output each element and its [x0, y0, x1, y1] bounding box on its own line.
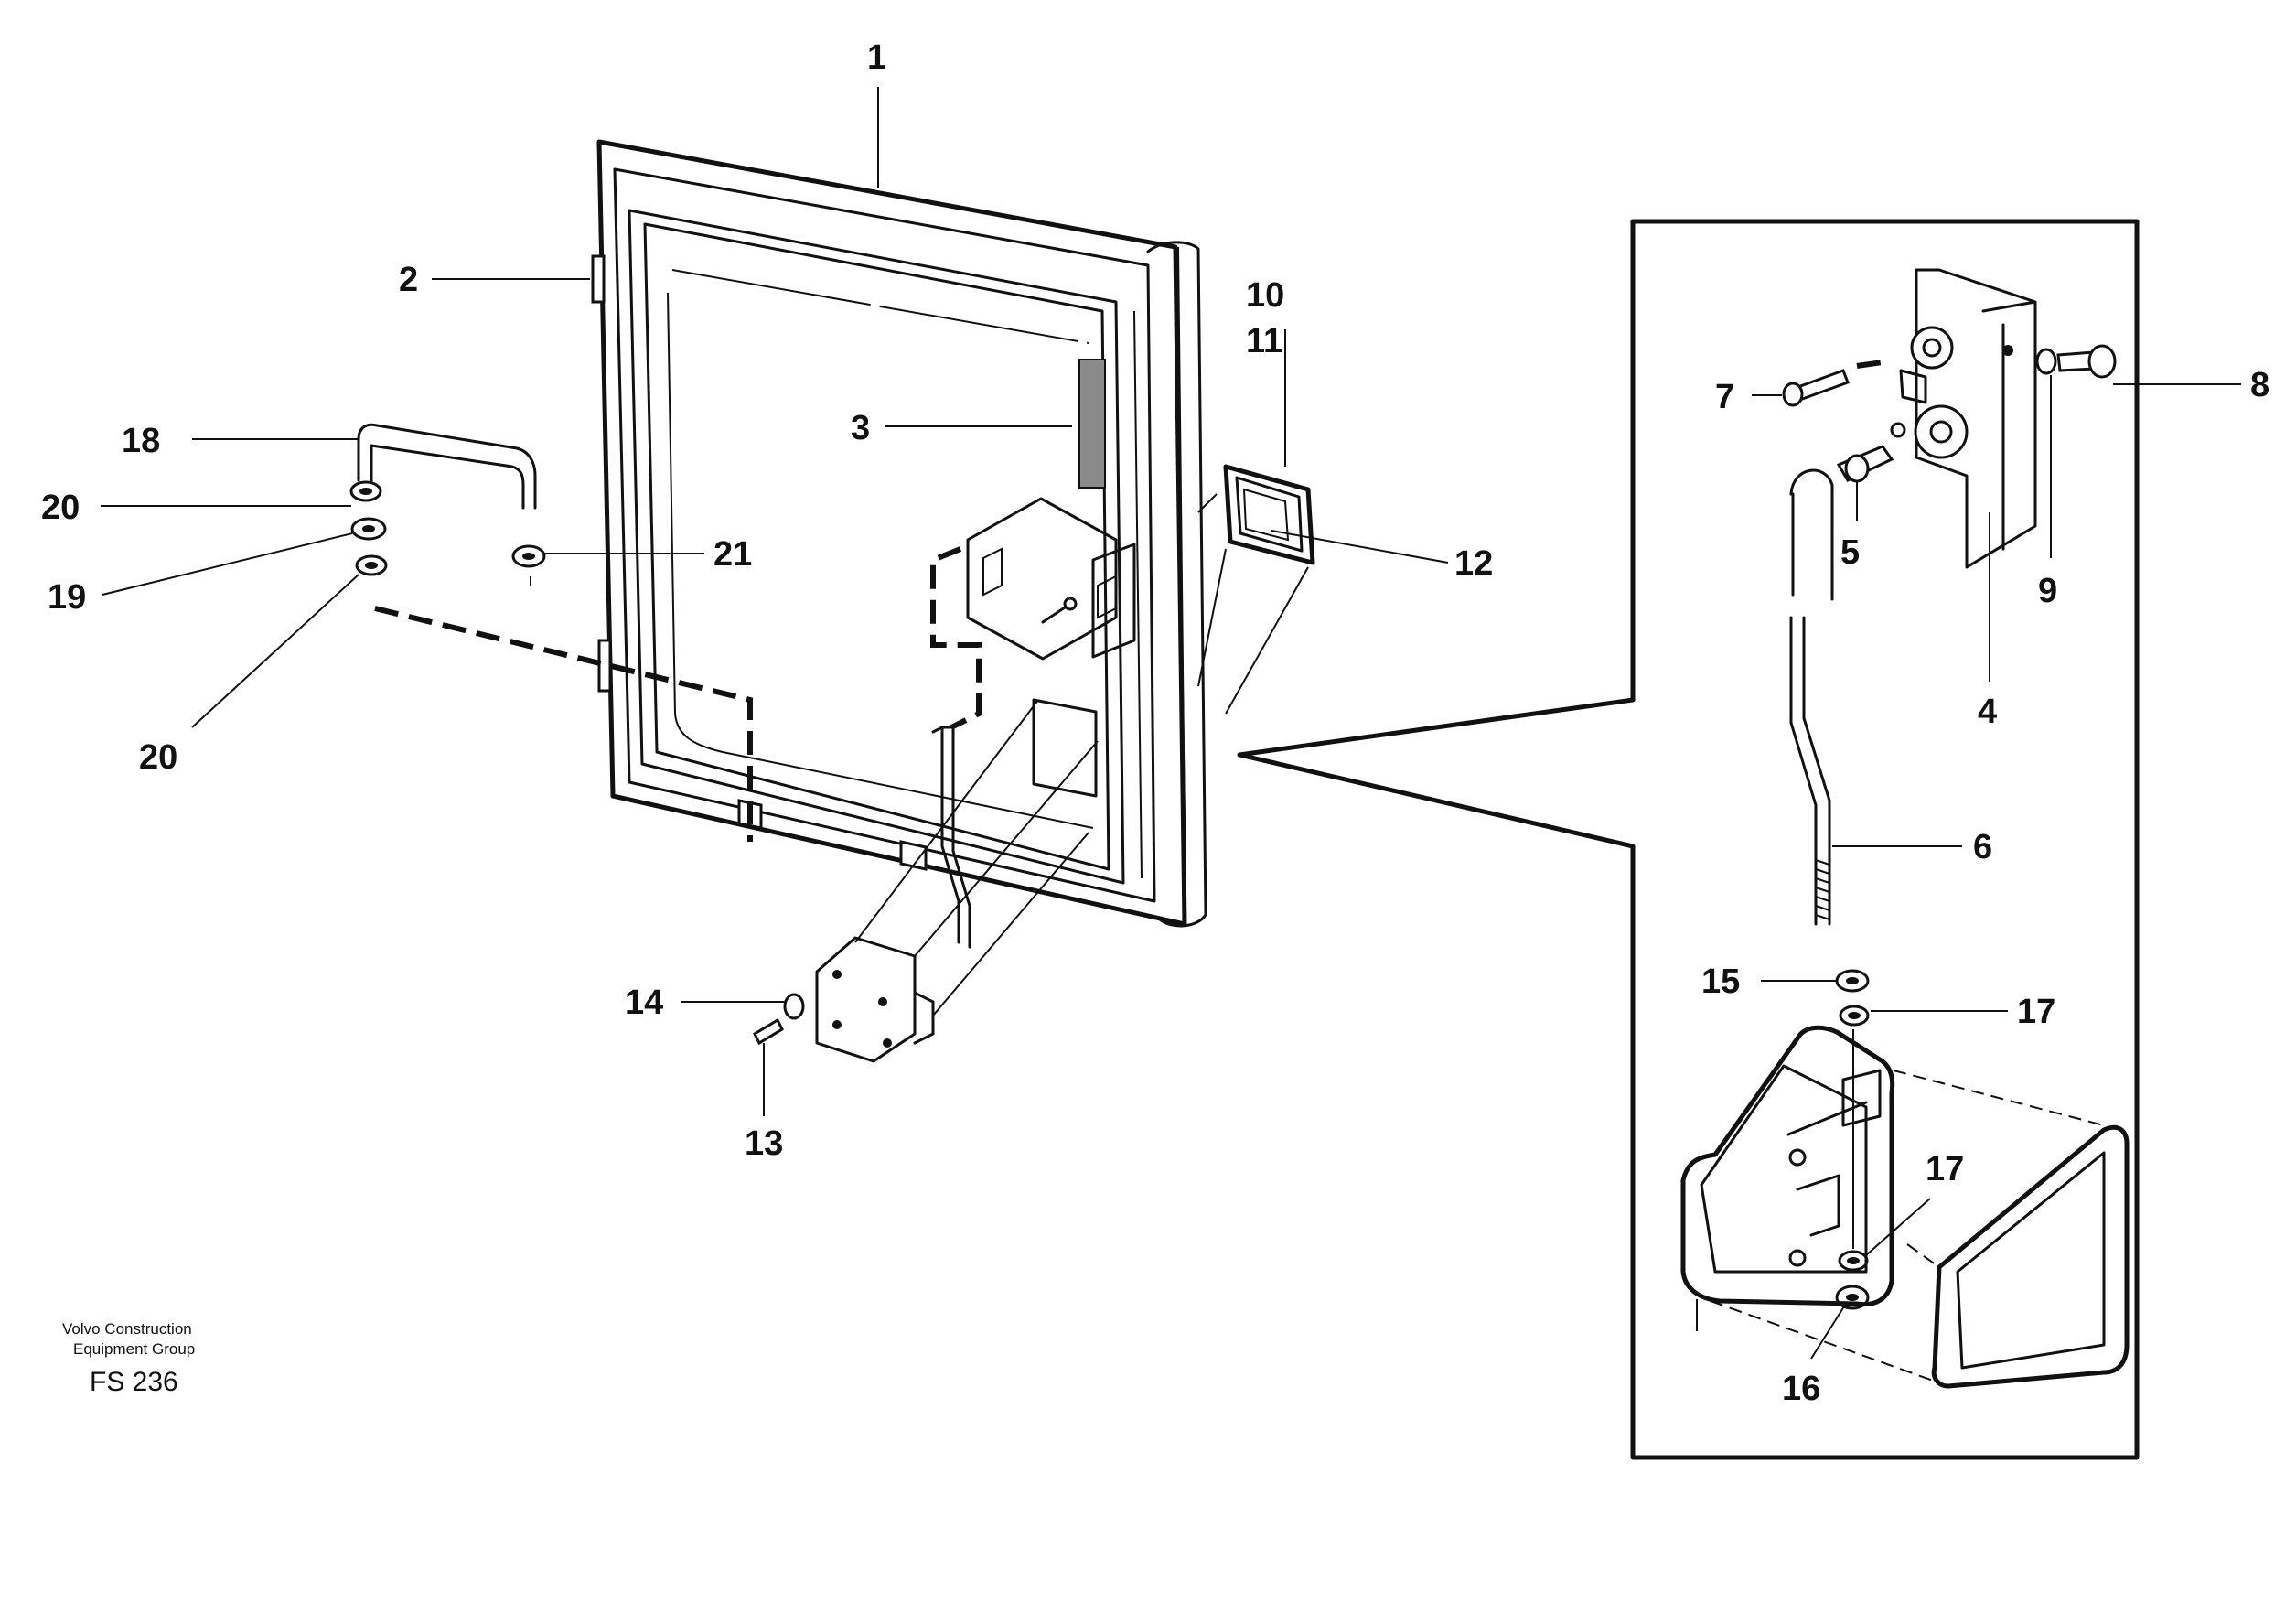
callout-16: 16 [1782, 1370, 1820, 1408]
callout-21: 21 [713, 535, 752, 574]
detail-view-box [1237, 219, 2140, 1460]
washer-17-top [1839, 1005, 1870, 1027]
company-line-1: Volvo Construction [62, 1320, 192, 1338]
callout-14: 14 [625, 984, 663, 1022]
rod-6 [1789, 468, 1834, 926]
washer-20-top [349, 480, 382, 502]
callout-19: 19 [48, 578, 86, 617]
gasket [1710, 1070, 2130, 1389]
latch-assembly [1899, 268, 2037, 569]
callout-17-top: 17 [2017, 993, 2055, 1031]
lock-bracket [966, 497, 1136, 661]
callout-9: 9 [2038, 572, 2057, 610]
callout-11: 11 [1246, 322, 1282, 360]
leader-lines [101, 87, 2241, 1360]
lock-plate-bottom [815, 699, 1099, 1063]
callout-12: 12 [1454, 544, 1493, 583]
callout-20-top: 20 [41, 489, 80, 527]
callout-15: 15 [1701, 962, 1740, 1001]
washer-9 [2035, 348, 2057, 375]
door-frame [591, 139, 1207, 928]
callout-8: 8 [2250, 366, 2269, 404]
glazing-strip [1078, 359, 1106, 489]
screw-13 [753, 1017, 784, 1046]
lock-housing [1680, 1025, 1895, 1331]
callout-6: 6 [1973, 828, 1992, 866]
washer-17-bottom [1838, 1250, 1869, 1272]
clip-5 [1836, 422, 1906, 483]
nut-21 [511, 544, 546, 568]
linkage-dashed-left [374, 606, 753, 842]
handle-recess-cover [1197, 464, 1315, 715]
callout-13: 13 [745, 1124, 783, 1163]
callout-10: 10 [1246, 276, 1284, 315]
company-line-2: Equipment Group [73, 1340, 195, 1358]
callout-2: 2 [399, 261, 418, 299]
washer-20-bottom [355, 554, 388, 576]
linkage-dashed-right [930, 546, 982, 730]
callout-17-bottom: 17 [1926, 1150, 1964, 1188]
callout-1: 1 [867, 38, 886, 77]
callout-7: 7 [1715, 378, 1734, 416]
callout-20-bottom: 20 [139, 738, 177, 777]
door-rod [940, 726, 971, 949]
callout-18: 18 [122, 422, 160, 460]
figure-code: FS 236 [90, 1367, 178, 1397]
washer-19 [350, 517, 387, 541]
pull-handle [357, 423, 537, 510]
callout-5: 5 [1840, 533, 1860, 572]
callout-3: 3 [851, 409, 870, 447]
washer-14 [783, 993, 805, 1020]
door-cutout [1032, 698, 1098, 798]
callout-4: 4 [1978, 693, 1997, 731]
nut-15 [1835, 969, 1870, 993]
